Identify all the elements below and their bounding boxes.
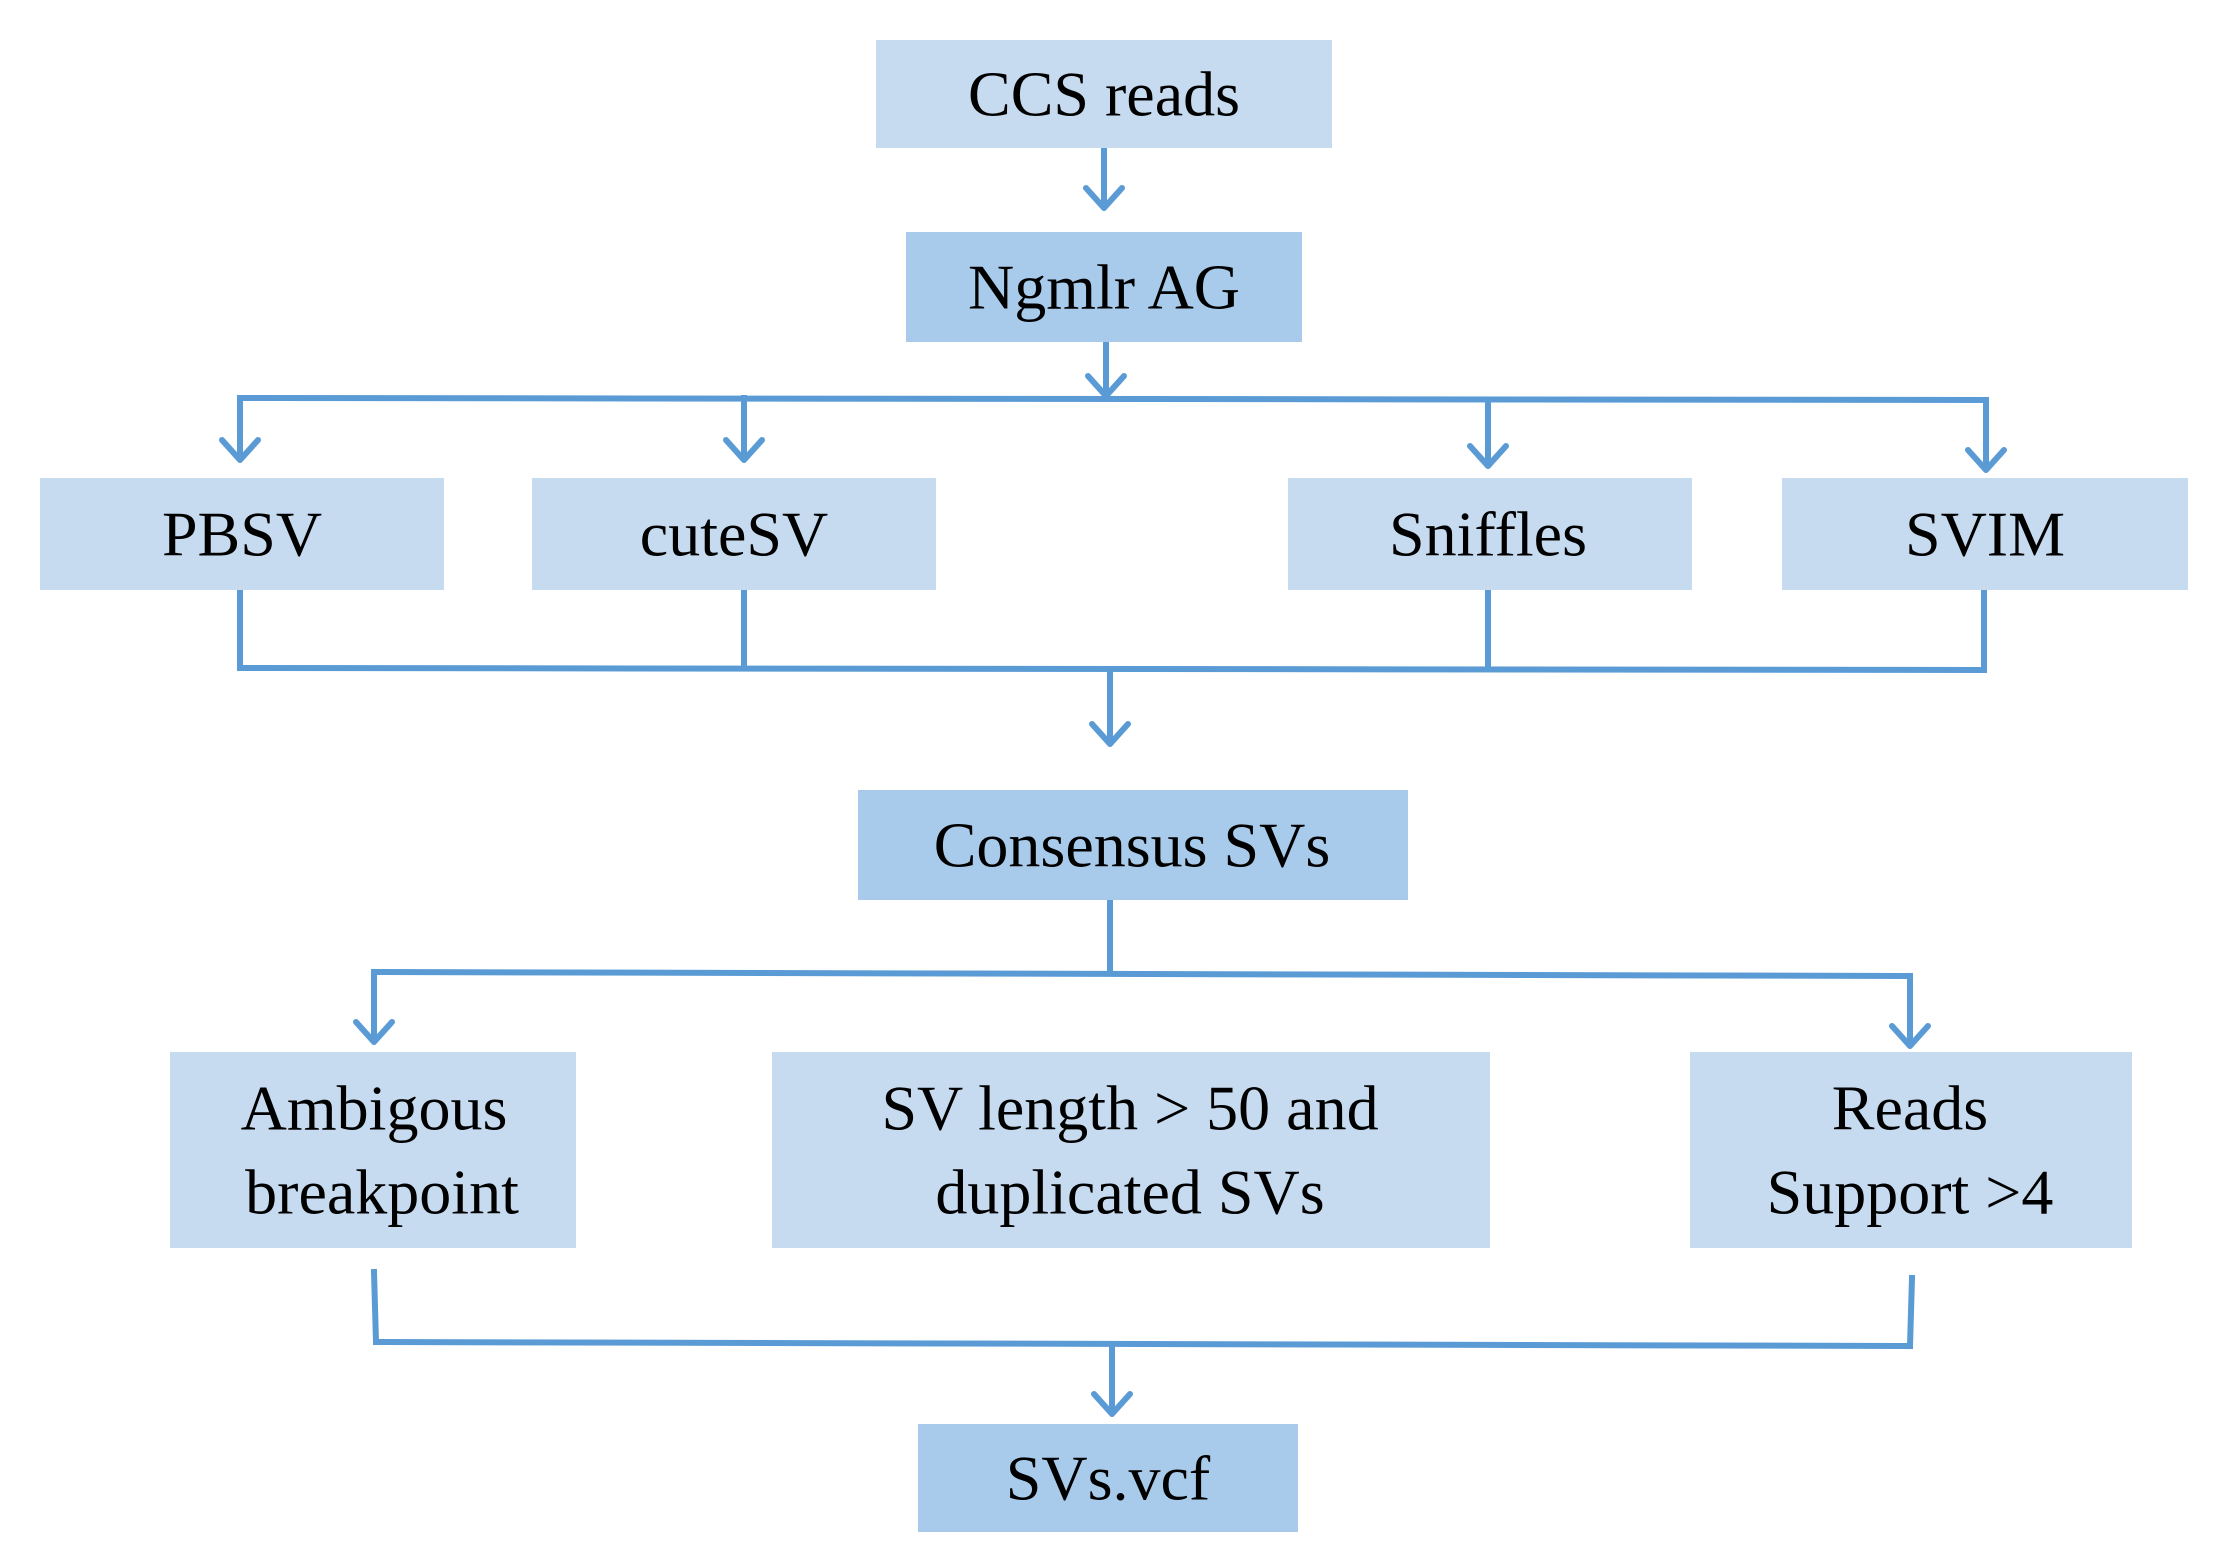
arrow-head-svim bbox=[1965, 447, 2007, 473]
node-ambigous-breakpoint-box bbox=[170, 1052, 576, 1248]
node-svs-vcf: SVs.vcf bbox=[918, 1424, 1298, 1532]
node-sniffles-box bbox=[1288, 478, 1692, 590]
arrow-head-ambigous bbox=[353, 1019, 395, 1045]
edge-reads-support-down bbox=[1906, 1274, 1916, 1350]
node-svs-vcf-box bbox=[918, 1424, 1298, 1532]
node-pbsv-label: PBSV bbox=[162, 499, 322, 570]
node-ngmlr-ag-label: Ngmlr AG bbox=[968, 252, 1240, 323]
node-cutesv: cuteSV bbox=[532, 478, 936, 590]
node-ambigous-breakpoint: Ambigous breakpoint bbox=[170, 1052, 576, 1248]
node-ccs-reads: CCS reads bbox=[876, 40, 1332, 148]
node-ngmlr-ag: Ngmlr AG bbox=[906, 232, 1302, 342]
node-pbsv-box bbox=[40, 478, 444, 590]
connectors bbox=[219, 147, 2007, 1417]
node-reads-support-box bbox=[1690, 1052, 2132, 1248]
node-reads-support-line2: Support >4 bbox=[1767, 1157, 2054, 1228]
node-reads-support: Reads Support >4 bbox=[1690, 1052, 2132, 1248]
branch-bar-callers bbox=[236, 394, 1990, 404]
node-consensus-svs: Consensus SVs bbox=[858, 790, 1408, 900]
node-svim: SVIM bbox=[1782, 478, 2188, 590]
node-ambigous-breakpoint-line1: Ambigous bbox=[241, 1073, 508, 1144]
branch-bar-filters bbox=[370, 968, 1914, 980]
arrow-head-vcf bbox=[1091, 1391, 1133, 1417]
node-consensus-svs-box bbox=[858, 790, 1408, 900]
node-ccs-reads-box bbox=[876, 40, 1332, 148]
node-ccs-reads-label: CCS reads bbox=[968, 59, 1240, 130]
node-svim-box bbox=[1782, 478, 2188, 590]
arrow-head-ngmlr bbox=[1083, 185, 1125, 211]
node-sv-length-filter-box bbox=[772, 1052, 1490, 1248]
merge-bar-filters bbox=[372, 1338, 1914, 1350]
node-sv-length-filter: SV length > 50 and duplicated SVs bbox=[772, 1052, 1490, 1248]
node-reads-support-line1: Reads bbox=[1832, 1073, 1988, 1144]
node-consensus-svs-label: Consensus SVs bbox=[934, 810, 1331, 881]
arrow-head-cutesv bbox=[723, 437, 765, 463]
arrow-head-sniffles bbox=[1467, 443, 1509, 469]
node-ambigous-breakpoint-line2: breakpoint bbox=[245, 1157, 519, 1228]
node-sv-length-filter-line1: SV length > 50 and bbox=[881, 1073, 1378, 1144]
arrow-head-reads-support bbox=[1889, 1023, 1931, 1049]
node-svim-label: SVIM bbox=[1905, 499, 2065, 570]
node-sv-length-filter-line2: duplicated SVs bbox=[935, 1157, 1324, 1228]
node-pbsv: PBSV bbox=[40, 478, 444, 590]
arrow-head-pbsv bbox=[219, 437, 261, 463]
edge-ambigous-down bbox=[370, 1268, 380, 1346]
arrow-head-consensus bbox=[1089, 721, 1131, 747]
node-svs-vcf-label: SVs.vcf bbox=[1006, 1443, 1211, 1514]
node-sniffles-label: Sniffles bbox=[1389, 499, 1587, 570]
node-cutesv-label: cuteSV bbox=[640, 499, 828, 570]
node-cutesv-box bbox=[532, 478, 936, 590]
node-sniffles: Sniffles bbox=[1288, 478, 1692, 590]
node-ngmlr-ag-box bbox=[906, 232, 1302, 342]
